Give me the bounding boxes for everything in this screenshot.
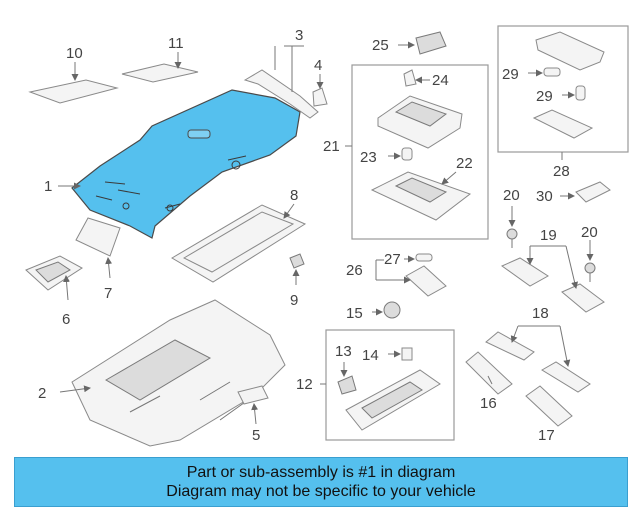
label-29a: 29: [502, 66, 519, 83]
part-28-console: [532, 31, 605, 139]
label-14: 14: [362, 347, 379, 364]
label-13: 13: [335, 343, 352, 360]
group-box-12: [325, 329, 455, 441]
info-banner: Part or sub-assembly is #1 in diagram Di…: [14, 457, 628, 507]
label-2: 2: [38, 385, 46, 402]
banner-line-1: Part or sub-assembly is #1 in diagram: [186, 464, 456, 481]
label-17: 17: [538, 427, 555, 444]
part-1-headliner: [71, 89, 301, 239]
label-4: 4: [314, 57, 322, 74]
part-24-bulb: [403, 69, 430, 87]
label-16: 16: [480, 395, 497, 412]
part-14-cap: [388, 347, 413, 361]
label-20a: 20: [503, 187, 520, 204]
part-3-trim: [243, 45, 319, 119]
label-21: 21: [323, 138, 340, 155]
part-15-clip: [372, 301, 401, 319]
label-20b: 20: [581, 224, 598, 241]
part-21-console: [377, 95, 463, 149]
part-11-panel: [121, 52, 199, 83]
part-2-lining: [59, 299, 286, 447]
label-23: 23: [360, 149, 377, 166]
part-12-visor: [345, 369, 441, 431]
part-19-brackets: [500, 245, 605, 313]
part-29-bulb-a: [528, 67, 561, 77]
part-6-lamp: [25, 255, 83, 301]
label-19: 19: [540, 227, 557, 244]
part-20-screw-a: [506, 206, 518, 248]
part-10-panel: [28, 62, 119, 104]
label-3: 3: [295, 27, 303, 44]
label-7: 7: [104, 285, 112, 302]
label-26: 26: [346, 262, 363, 279]
part-16-grip: [465, 351, 513, 395]
label-15: 15: [346, 305, 363, 322]
label-25: 25: [372, 37, 389, 54]
label-5: 5: [252, 427, 260, 444]
label-27: 27: [384, 251, 401, 268]
part-13-clip: [337, 362, 357, 395]
part-22-lens: [370, 171, 472, 221]
label-29b: 29: [536, 88, 553, 105]
part-30-lamp: [560, 181, 611, 203]
label-18: 18: [532, 305, 549, 322]
part-5-lamp: [237, 385, 269, 425]
part-8-frame: [171, 203, 307, 283]
label-28: 28: [553, 163, 570, 180]
part-7-cover: [75, 217, 121, 279]
banner-line-2: Diagram may not be specific to your vehi…: [166, 483, 476, 500]
part-29-bulb-b: [562, 85, 586, 101]
part-23-bulb: [388, 147, 413, 161]
label-9: 9: [290, 292, 298, 309]
group-box-21: [351, 64, 489, 240]
label-1: 1: [44, 178, 52, 195]
label-6: 6: [62, 311, 70, 328]
label-11: 11: [168, 35, 184, 52]
label-30: 30: [536, 188, 553, 205]
group-box-28: [497, 25, 629, 153]
part-4-clip: [312, 74, 328, 107]
part-18-grips: [485, 325, 591, 393]
part-17-grip: [525, 385, 573, 427]
label-22: 22: [456, 155, 473, 172]
parts-diagram: 10 11 1 3 4 8 9: [25, 25, 629, 447]
label-24: 24: [432, 72, 449, 89]
part-20-screw-b: [584, 240, 596, 282]
part-9-clip: [289, 253, 305, 285]
part-26-27-lamp: [375, 253, 447, 297]
label-8: 8: [290, 187, 298, 204]
part-25-switch: [398, 31, 447, 55]
label-12: 12: [296, 376, 313, 393]
label-10: 10: [66, 45, 83, 62]
